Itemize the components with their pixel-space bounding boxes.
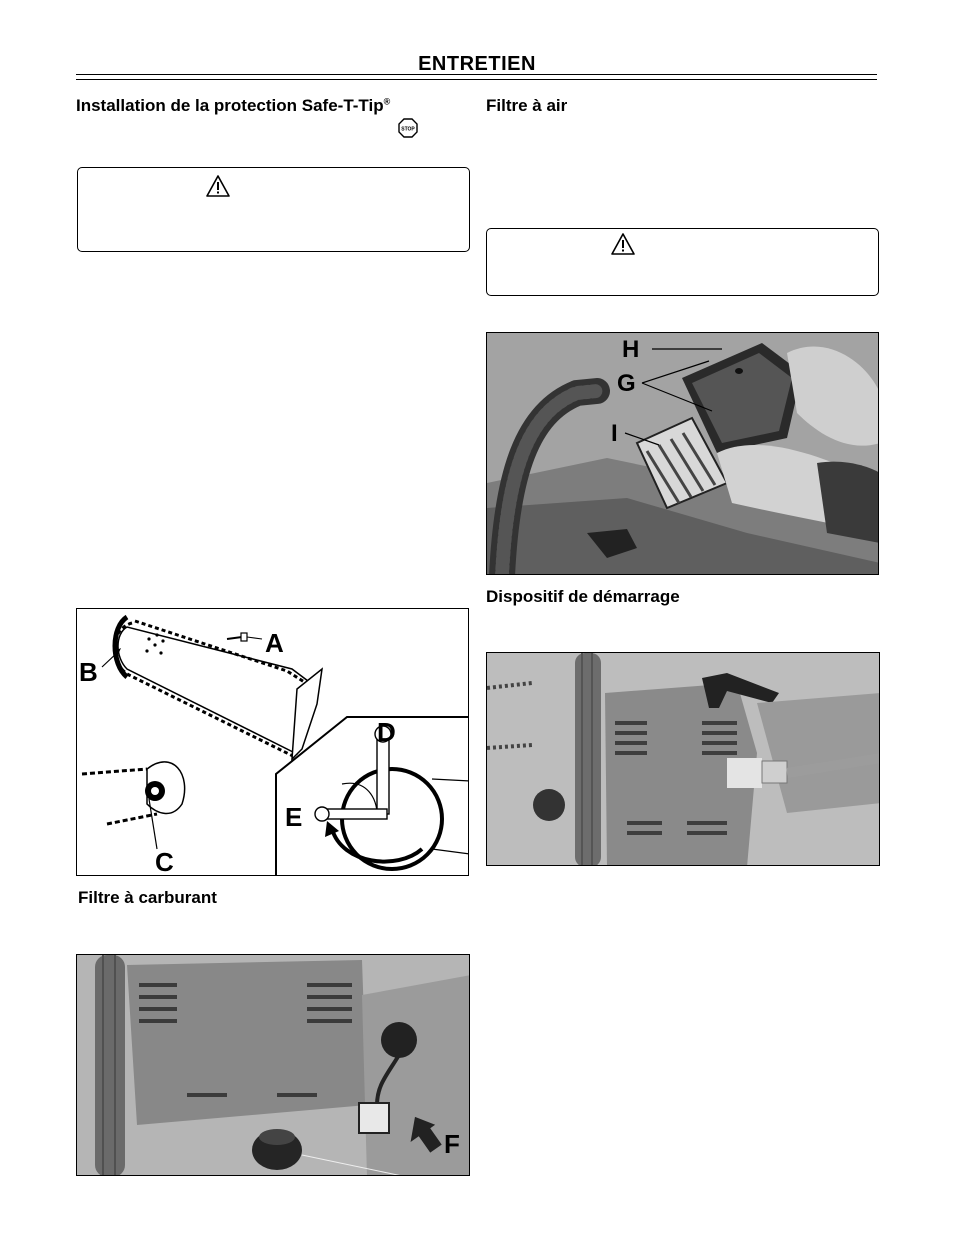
label-c: C	[155, 847, 174, 876]
warning-box-left	[77, 167, 470, 252]
label-h: H	[622, 336, 639, 363]
air-filter-heading: Filtre à air	[486, 96, 568, 115]
warning-triangle-icon	[610, 232, 636, 256]
header-rule-bottom	[76, 79, 877, 80]
warning-box-right	[486, 228, 879, 296]
label-i: I	[611, 420, 618, 447]
label-d: D	[377, 717, 396, 747]
air-filter-photo: H G I	[486, 332, 879, 575]
label-g: G	[617, 370, 636, 397]
warning-triangle-icon	[205, 174, 231, 198]
stop-sign-label: STOP	[401, 127, 415, 133]
fuel-filter-heading: Filtre à carburant	[78, 888, 217, 907]
bar-chain-figure: A B C D E	[76, 608, 469, 876]
safe-t-tip-heading: Installation de la protection Safe-T-Tip…	[76, 96, 391, 115]
label-b: B	[79, 657, 98, 687]
registered-mark: ®	[383, 96, 391, 107]
page-title: ENTRETIEN	[418, 53, 536, 75]
header-rule-top	[76, 74, 877, 75]
starter-heading: Dispositif de démarrage	[486, 587, 680, 606]
label-e: E	[285, 802, 302, 832]
starter-photo	[486, 652, 880, 866]
label-a: A	[265, 628, 284, 658]
stop-sign-icon: STOP	[398, 118, 418, 138]
fuel-filter-photo: F	[76, 954, 470, 1176]
label-f: F	[444, 1129, 460, 1159]
